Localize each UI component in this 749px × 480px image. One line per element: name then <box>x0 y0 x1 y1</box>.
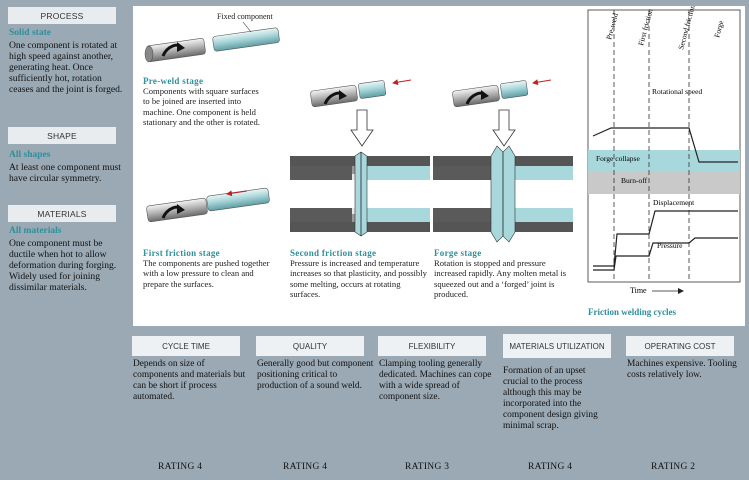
operating-cost-text: Machines expensive. Tooling costs relati… <box>627 359 737 380</box>
preweld-text: Components with square surfaces to be jo… <box>143 86 260 127</box>
quality-text: Generally good but component positioning… <box>257 359 374 391</box>
solid-state-text: One component is rotated at high speed a… <box>9 40 123 95</box>
preweld-rods: Fixed component <box>144 12 280 63</box>
rotational-speed-label: Rotational speed <box>652 87 702 96</box>
displacement-curve <box>593 210 738 267</box>
preweld-caption: Pre-weld stage Components with square su… <box>143 76 267 127</box>
shape-heading: All shapes <box>9 150 51 160</box>
time-arrow-icon <box>678 288 684 294</box>
first-friction-text: The components are pushed together with … <box>143 258 270 289</box>
friction-welding-cycle-chart: Pre-weld First friction Second friction … <box>587 3 741 317</box>
solid-state-heading: Solid state <box>9 28 51 38</box>
chart-frame <box>587 9 741 283</box>
materials-utilization-text: Formation of an upset crucial to the pro… <box>503 366 598 431</box>
preweld-title: Pre-weld stage <box>143 76 204 86</box>
second-friction-caption: Second friction stage Pressure is increa… <box>290 248 428 299</box>
fixed-component-leader <box>242 21 252 33</box>
cycle-time-rating: RATING 4 <box>158 462 203 472</box>
diagram-panel: Fixed component <box>133 3 745 326</box>
forge-caption: Forge stage Rotation is stopped and pres… <box>434 248 580 299</box>
materials-utilization-rating: RATING 4 <box>528 462 573 472</box>
materials-utilization-header: MATERIALS UTILIZATION <box>503 334 611 358</box>
fixed-rod <box>358 80 387 99</box>
process-label: PROCESS <box>8 7 116 24</box>
rotation-arrowhead-icon <box>339 90 347 100</box>
fixed-rod <box>206 187 270 212</box>
flexibility-text: Clamping tooling generally dedicated. Ma… <box>379 359 492 402</box>
second-friction-section <box>290 151 430 237</box>
second-friction-text: Pressure is increased and temperature in… <box>290 258 427 299</box>
operating-cost-rating: RATING 2 <box>651 462 696 472</box>
chart-caption: Friction welding cycles <box>588 307 676 317</box>
flexibility-header: FLEXIBILITY <box>378 336 486 356</box>
forge-collapse-band <box>588 150 740 172</box>
quality-header: QUALITY <box>256 336 364 356</box>
materials-label: MATERIALS <box>8 205 116 222</box>
rotational-speed-curve <box>592 127 738 163</box>
materials-text: One component must be ductile when hot t… <box>9 238 117 293</box>
pressure-curve <box>593 237 738 271</box>
rotating-rod <box>146 38 206 62</box>
quality-rating: RATING 4 <box>283 462 328 472</box>
forge-collapse-label: Forge collapse <box>596 154 640 163</box>
pressure-arrow-icon <box>392 79 412 86</box>
first-friction-caption: First friction stage The components are … <box>143 248 279 289</box>
rotation-arrowhead-icon <box>481 90 489 100</box>
friction-welding-diagram: Fixed component <box>144 3 741 317</box>
rotating-rod <box>452 84 500 108</box>
pressure-arrow-icon <box>532 79 552 86</box>
flexibility-rating: RATING 3 <box>405 462 450 472</box>
rotation-arrowhead-icon <box>177 204 185 214</box>
forge-rods <box>452 79 552 147</box>
forge-text: Rotation is stopped and pressure increas… <box>434 258 567 299</box>
shape-text: At least one component must have circula… <box>9 162 121 184</box>
fixed-rod <box>500 80 529 99</box>
burn-off-label: Burn-off <box>621 176 648 185</box>
fixed-component-label: Fixed component <box>217 12 274 21</box>
displacement-label: Displacement <box>653 198 695 207</box>
pressure-arrow-icon <box>226 190 248 197</box>
cycle-time-text: Depends on size of components and materi… <box>133 359 246 402</box>
forge-title: Forge stage <box>434 248 482 258</box>
forge-section <box>433 145 573 243</box>
shape-label: SHAPE <box>8 127 116 144</box>
first-friction-title: First friction stage <box>143 248 220 258</box>
pressure-label: Pressure <box>657 241 683 250</box>
first-friction-rods <box>146 187 270 223</box>
zoom-down-arrow-icon <box>350 109 374 147</box>
fixed-component-rod <box>212 27 280 52</box>
materials-heading: All materials <box>9 226 62 236</box>
zoom-down-arrow-icon <box>492 109 516 147</box>
second-friction-rods <box>310 79 412 147</box>
rod-end <box>144 45 154 63</box>
cycle-time-header: CYCLE TIME <box>132 336 240 356</box>
burn-off-band <box>588 172 740 194</box>
operating-cost-header: OPERATING COST <box>626 336 734 356</box>
second-friction-title: Second friction stage <box>290 248 377 258</box>
rotation-arrowhead-icon <box>177 42 185 52</box>
time-axis-label: Time <box>630 286 647 295</box>
rotating-rod <box>310 84 358 108</box>
